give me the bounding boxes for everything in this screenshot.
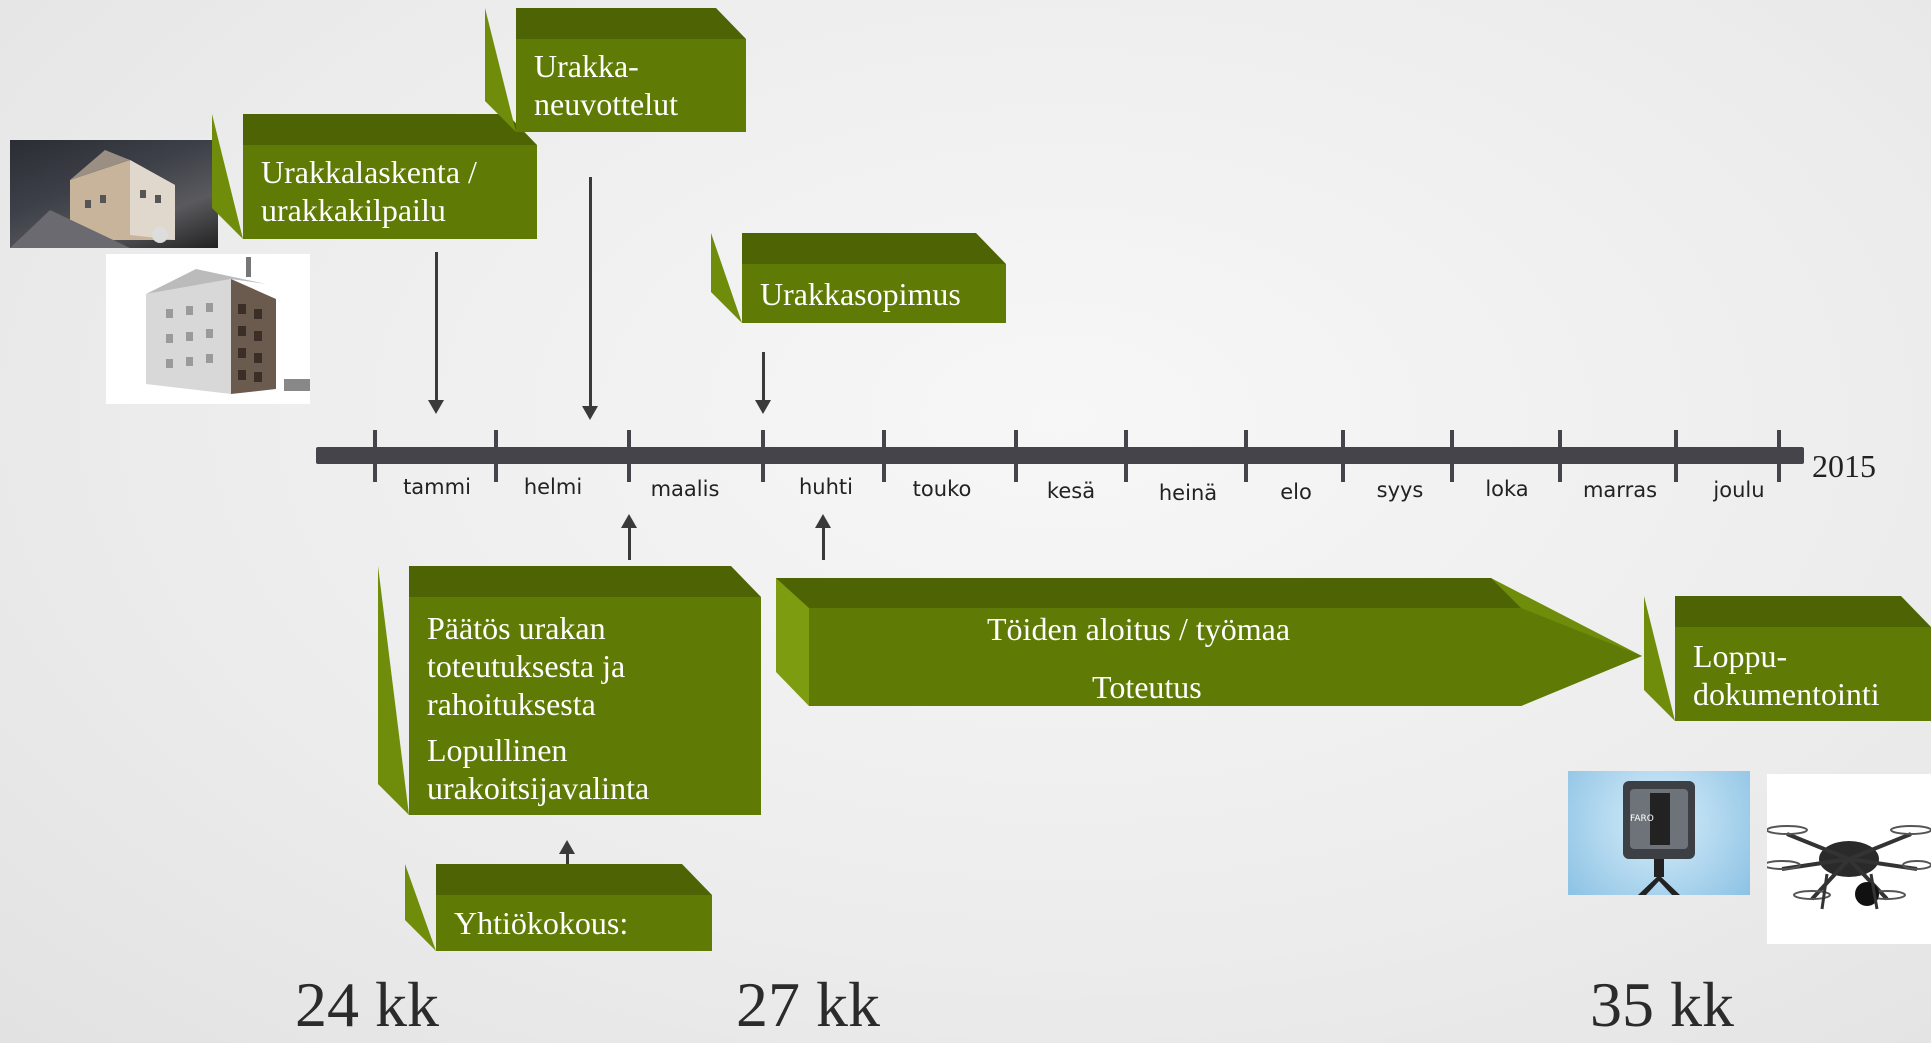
- month-label: huhti: [799, 475, 853, 499]
- month-label: heinä: [1158, 481, 1218, 505]
- faro-laser-scanner-image: FARO: [1568, 771, 1750, 895]
- month-label: kesä: [1046, 479, 1096, 503]
- urakkasopimus-label: Urakkasopimus: [760, 276, 961, 312]
- arrow-paatos: [628, 528, 631, 560]
- box-top-face: [409, 566, 761, 597]
- timeline-tick: [1558, 430, 1562, 482]
- timeline-tick: [627, 430, 631, 482]
- month-label: syys: [1376, 478, 1424, 502]
- box-text: Yhtiökokous:: [436, 895, 712, 950]
- arrow-urakkasopimus: [762, 352, 765, 402]
- duration-27-kk: 27 kk: [736, 969, 880, 1040]
- box-side-face: [485, 8, 516, 132]
- toteutus-label: Toteutus: [1092, 669, 1202, 705]
- arrow-toiden-aloitus: [822, 528, 825, 560]
- arrow-neuvottelut-head: [582, 406, 598, 420]
- month-label: tammi: [403, 475, 471, 499]
- building-model-graphic: [146, 257, 310, 394]
- paatos-line-3: rahoituksesta: [427, 686, 596, 722]
- timeline-tick: [1014, 430, 1018, 482]
- urakkalaskenta-box: Urakkalaskenta / urakkakilpailu: [243, 145, 537, 239]
- neuvottelut-box: Urakka- neuvottelut: [516, 39, 746, 132]
- month-label: helmi: [523, 475, 583, 499]
- timeline-axis: [316, 447, 1804, 464]
- point-cloud-street-image: [10, 140, 218, 248]
- point-cloud-street-graphic: [10, 150, 175, 248]
- timeline-tick: [761, 430, 765, 482]
- month-label: maalis: [650, 477, 720, 501]
- month-label: marras: [1582, 478, 1658, 502]
- paatos-box: Päätös urakan toteutuksesta ja rahoituks…: [409, 597, 761, 815]
- urakkalaskenta-line-1: Urakkalaskenta /: [261, 154, 477, 190]
- box-text: Päätös urakan toteutuksesta ja rahoituks…: [409, 597, 761, 815]
- month-label: loka: [1485, 477, 1529, 501]
- drone-graphic: [1767, 825, 1931, 910]
- box-side-face: [405, 864, 436, 951]
- arrow-yhtiokokous: [566, 852, 569, 866]
- box-top-face: [742, 233, 1006, 264]
- timeline-tick: [1777, 430, 1781, 482]
- arrow-urakkalaskenta-head: [428, 400, 444, 414]
- timeline-tick: [1341, 430, 1345, 482]
- neuvottelut-line-2: neuvottelut: [534, 86, 678, 122]
- box-text: Urakka- neuvottelut: [516, 39, 746, 131]
- arrow-neuvottelut: [589, 177, 592, 407]
- loppudokumentointi-box: Loppu- dokumentointi: [1675, 627, 1931, 721]
- faro-logo-text: FARO: [1630, 814, 1654, 824]
- box-text: Urakkasopimus: [742, 264, 1006, 321]
- timeline-tick: [1450, 430, 1454, 482]
- arrow-urakkasopimus-head: [755, 400, 771, 414]
- toiden-aloitus-label: Töiden aloitus / työmaa: [987, 611, 1291, 647]
- paatos-line-2: toteutuksesta ja: [427, 648, 626, 684]
- neuvottelut-line-1: Urakka-: [534, 48, 639, 84]
- paatos-line-5: urakoitsijavalinta: [427, 770, 650, 806]
- loppudokumentointi-line-2: dokumentointi: [1693, 676, 1880, 712]
- arrow-yhtiokokous-head: [559, 840, 575, 854]
- month-label: touko: [912, 477, 972, 501]
- month-label: joulu: [1713, 478, 1765, 502]
- arrow-paatos-head: [621, 514, 637, 528]
- box-top-face: [243, 114, 537, 145]
- box-side-face: [711, 233, 742, 323]
- arrow-toiden-aloitus-head: [815, 514, 831, 528]
- paatos-line-1: Päätös urakan: [427, 610, 606, 646]
- box-text: Urakkalaskenta / urakkakilpailu: [243, 145, 537, 237]
- timeline-tick: [1674, 430, 1678, 482]
- box-top-face: [1675, 596, 1931, 627]
- timeline-tick: [494, 430, 498, 482]
- timeline-tick: [373, 430, 377, 482]
- month-label: elo: [1280, 480, 1312, 504]
- yhtiokokous-label: Yhtiökokous:: [454, 905, 629, 941]
- toteutus-arrow-block: [776, 578, 1642, 706]
- box-top-face: [516, 8, 746, 39]
- box-side-face: [1644, 596, 1675, 721]
- duration-35-kk: 35 kk: [1590, 969, 1734, 1040]
- duration-24-kk: 24 kk: [295, 969, 439, 1040]
- building-point-cloud-model-image: [106, 254, 310, 404]
- timeline-tick: [882, 430, 886, 482]
- laser-scanner-graphic: FARO: [1623, 781, 1695, 895]
- box-side-face: [378, 566, 409, 815]
- arrow-urakkalaskenta: [435, 252, 438, 402]
- paatos-line-4: Lopullinen: [427, 732, 568, 768]
- box-top-face: [436, 864, 712, 895]
- year-label: 2015: [1812, 448, 1876, 484]
- timeline-tick: [1124, 430, 1128, 482]
- yhtiokokous-box: Yhtiökokous:: [436, 895, 712, 951]
- loppudokumentointi-line-1: Loppu-: [1693, 638, 1788, 674]
- hexacopter-drone-image: [1767, 774, 1931, 944]
- urakkalaskenta-line-2: urakkakilpailu: [261, 192, 446, 228]
- urakkasopimus-box: Urakkasopimus: [742, 264, 1006, 323]
- timeline-tick: [1244, 430, 1248, 482]
- box-text: Loppu- dokumentointi: [1675, 627, 1931, 721]
